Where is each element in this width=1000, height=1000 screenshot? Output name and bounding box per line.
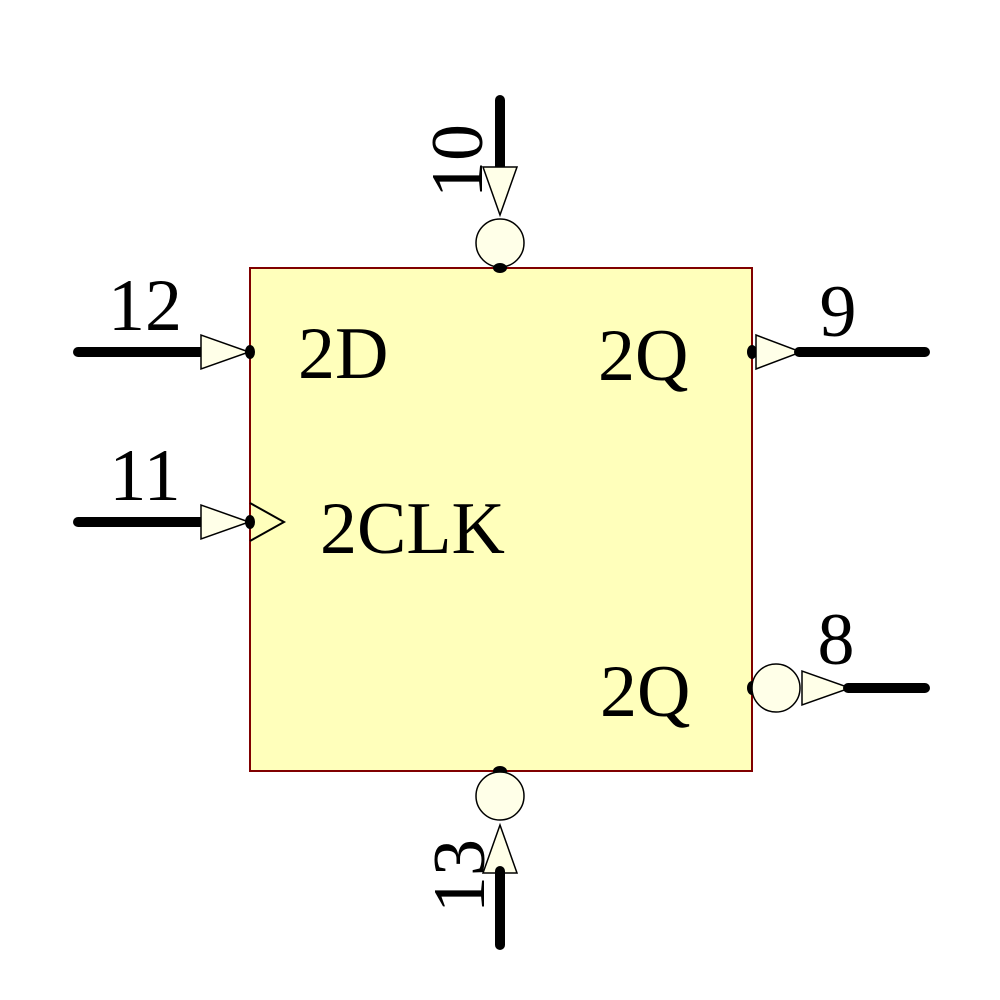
pin-8-inversion-bubble-icon [751,663,801,713]
pin-right-9: 9 [747,271,930,371]
pin-10-arrowhead-icon [481,166,519,218]
clock-edge-chevron-icon [249,502,287,542]
pin-bottom-13: 13 [419,766,525,950]
pin-10-number: 10 [417,124,499,198]
label-2q-inverted: 2Q [600,651,690,733]
pin-9-number: 9 [820,271,857,353]
pin-12-junction-dot [245,345,255,359]
pin-12-arrowhead-icon [200,333,252,371]
pin-8-arrowhead-icon [801,669,853,707]
pin-12-number: 12 [108,265,182,347]
pin-left-11: 11 [73,435,287,542]
label-2d: 2D [298,313,388,395]
pin-11-arrowhead-icon [200,503,252,541]
flipflop-body [249,267,753,772]
pin-13-inversion-bubble-icon [475,771,525,821]
pin-11-number: 11 [109,435,180,517]
label-2clk: 2CLK [320,488,505,570]
pin-13-number: 13 [419,839,501,913]
pin-9-arrowhead-icon [755,333,804,371]
pin-10-junction-dot [493,263,507,273]
pin-8-number: 8 [818,599,855,681]
pin-right-8: 8 [747,599,930,713]
pin-left-12: 12 [73,265,255,371]
label-2q: 2Q [598,315,688,397]
pin-top-10: 10 [417,95,525,273]
pin-11-junction-dot [245,515,255,529]
pin-9-junction-dot [747,345,757,359]
pin-10-inversion-bubble-icon [475,218,525,268]
